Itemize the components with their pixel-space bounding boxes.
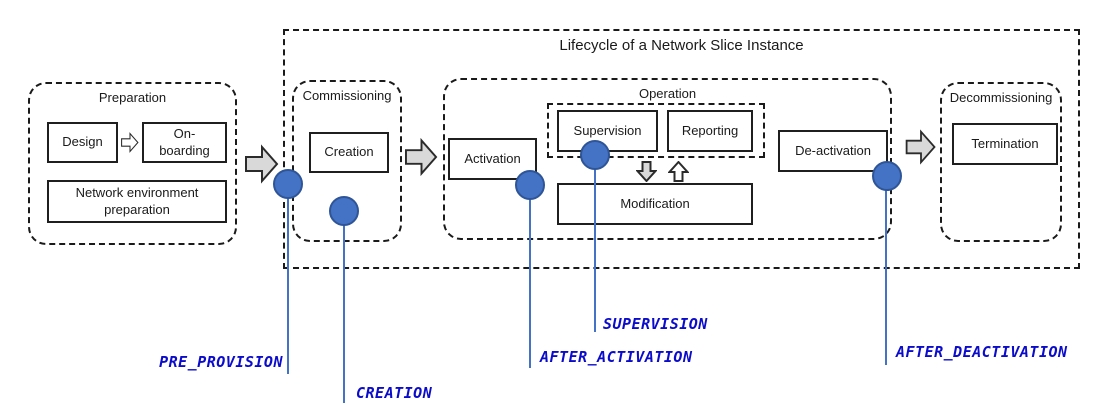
- onboarding-box: On- boarding: [142, 122, 227, 163]
- operation-phase-box: Operation: [443, 78, 892, 240]
- creation-event-label: CREATION: [356, 384, 433, 402]
- pre-provision-event-label: PRE_PROVISION: [159, 353, 283, 371]
- network-environment-box-label: Network environment preparation: [75, 185, 199, 217]
- deactivation-box-label: De-activation: [795, 142, 871, 158]
- termination-box-label: Termination: [971, 135, 1039, 151]
- after-activation-marker: [515, 170, 545, 200]
- commissioning-label: Commissioning: [302, 88, 392, 103]
- supervision-event-label: SUPERVISION: [603, 315, 708, 333]
- modification-to-reporting-up-arrow-icon: [668, 161, 689, 182]
- operation-to-decommissioning-arrow-icon: [905, 129, 936, 165]
- activation-box-label: Activation: [464, 150, 521, 166]
- pre-provision-leader-line: [287, 184, 289, 374]
- lifecycle-box: [283, 29, 1080, 269]
- termination-box: Termination: [952, 123, 1058, 165]
- onboarding-box-label: On- boarding: [159, 126, 210, 158]
- modification-box-label: Modification: [620, 195, 690, 211]
- creation-marker: [329, 196, 359, 226]
- after-deactivation-event-label: AFTER_DEACTIVATION: [896, 343, 1068, 361]
- supervision-leader-line: [594, 155, 596, 332]
- commissioning-phase-box: Commissioning: [292, 80, 402, 242]
- lifecycle-title: Lifecycle of a Network Slice Instance: [559, 37, 804, 54]
- network-environment-box: Network environment preparation: [47, 180, 227, 223]
- preparation-label: Preparation: [98, 90, 167, 105]
- reporting-box-label: Reporting: [681, 122, 739, 138]
- design-box: Design: [47, 122, 118, 163]
- supervision-to-modification-down-arrow-icon: [636, 161, 657, 182]
- modification-box: Modification: [557, 183, 753, 225]
- supervision-marker: [580, 140, 610, 170]
- design-box-label: Design: [62, 134, 103, 150]
- supervision-reporting-group: [547, 103, 765, 158]
- design-to-onboarding-arrow-icon: [121, 132, 139, 153]
- preparation-phase-box: Preparation: [28, 82, 237, 245]
- preparation-to-commissioning-arrow-icon: [245, 144, 279, 184]
- after-activation-leader-line: [529, 185, 531, 368]
- commissioning-to-operation-arrow-icon: [405, 137, 438, 177]
- creation-box: Creation: [309, 132, 389, 173]
- after-activation-event-label: AFTER_ACTIVATION: [540, 348, 693, 366]
- deactivation-box: De-activation: [778, 130, 888, 172]
- decommissioning-label: Decommissioning: [949, 90, 1053, 105]
- activation-box: Activation: [448, 138, 537, 180]
- creation-box-label: Creation: [324, 144, 374, 160]
- supervision-box: Supervision: [557, 110, 658, 152]
- supervision-box-label: Supervision: [573, 122, 642, 138]
- decommissioning-phase-box: Decommissioning: [940, 82, 1062, 242]
- pre-provision-marker: [273, 169, 303, 199]
- creation-leader-line: [343, 211, 345, 403]
- after-deactivation-marker: [872, 161, 902, 191]
- reporting-box: Reporting: [667, 110, 753, 152]
- operation-label: Operation: [638, 86, 697, 101]
- after-deactivation-leader-line: [885, 176, 887, 365]
